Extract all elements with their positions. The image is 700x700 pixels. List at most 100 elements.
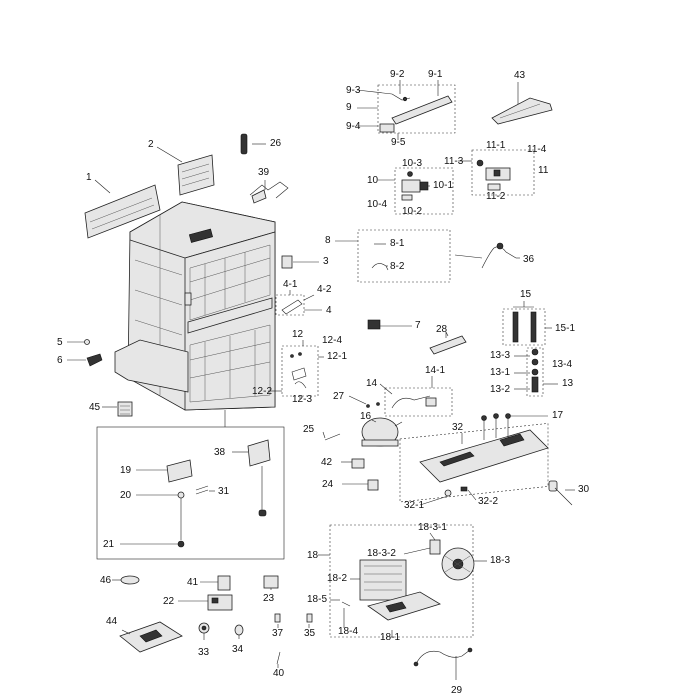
part-label-7: 7 [415, 320, 421, 331]
part-label-12: 12 [292, 329, 304, 340]
group-box-13 [526, 347, 544, 397]
part-label-10-3: 10-3 [402, 158, 422, 169]
group-box-9 [377, 84, 456, 134]
part-label-43: 43 [514, 70, 526, 81]
part-label-16: 16 [360, 411, 372, 422]
part-45 [117, 401, 133, 417]
part-label-11-3: 11-3 [444, 156, 464, 167]
part-label-32-1: 32-1 [404, 500, 424, 511]
part-label-38: 38 [214, 447, 226, 458]
part-label-26: 26 [270, 138, 282, 149]
part-label-9-3: 9-3 [346, 85, 361, 96]
part-label-32: 32 [452, 422, 464, 433]
part-41 [217, 575, 231, 591]
part-23 [263, 575, 279, 589]
part-label-36: 36 [523, 254, 535, 265]
part-14 [391, 395, 437, 409]
part-11 [476, 159, 511, 191]
part-label-10-2: 10-2 [402, 206, 422, 217]
compressor-16 [361, 417, 403, 447]
rail-4 [275, 294, 305, 316]
part-9-3 [391, 93, 411, 102]
bracket-19 [166, 459, 193, 483]
part-10 [401, 171, 429, 201]
part-12 [290, 352, 307, 389]
leader-lines [67, 80, 575, 680]
part-label-18-4: 18-4 [338, 626, 358, 637]
part-label-44: 44 [106, 616, 118, 627]
bolts-17 [481, 413, 511, 440]
part-label-10: 10 [367, 175, 379, 186]
duct-43 [491, 97, 553, 125]
part-9-1 [391, 95, 453, 125]
part-label-9-1: 9-1 [428, 69, 443, 80]
part-label-15: 15 [520, 289, 532, 300]
fan-18-3 [441, 547, 475, 581]
bracket-39 [249, 181, 289, 204]
cabinet-assembly [114, 201, 276, 411]
part-label-9-4: 9-4 [346, 121, 361, 132]
tool-30 [548, 480, 573, 506]
part-label-39: 39 [258, 167, 270, 178]
part-35 [306, 613, 313, 623]
part-label-18: 18 [307, 550, 319, 561]
part-label-24: 24 [322, 479, 334, 490]
part-label-17: 17 [552, 410, 564, 421]
part-label-5: 5 [57, 337, 63, 348]
part-label-18-2: 18-2 [327, 573, 347, 584]
part-40 [276, 651, 281, 665]
part-18-3-1 [429, 539, 441, 555]
part-26 [240, 133, 248, 155]
group-box-18 [329, 524, 474, 638]
tray-18-1 [367, 591, 441, 621]
part-label-4-2: 4-2 [317, 284, 332, 295]
bracket-38 [247, 439, 271, 517]
screw-27 [366, 402, 380, 408]
part-label-27: 27 [333, 391, 345, 402]
part-label-1: 1 [86, 172, 92, 183]
part-label-19: 19 [120, 465, 132, 476]
part-8 [371, 243, 389, 271]
part-32-2 [460, 486, 468, 492]
part-label-28: 28 [436, 324, 448, 335]
part-label-12-1: 12-1 [327, 351, 347, 362]
panel-1 [84, 184, 161, 239]
group-box-15 [502, 308, 546, 346]
harness-36 [481, 242, 517, 269]
part-label-13-1: 13-1 [490, 367, 510, 378]
part-37 [274, 613, 281, 623]
group-box-11 [471, 149, 535, 196]
part-label-14-1: 14-1 [425, 365, 445, 376]
part-label-13-3: 13-3 [490, 350, 510, 361]
base-plate-32 [419, 429, 549, 483]
part-label-20: 20 [120, 490, 132, 501]
bracket-28 [429, 332, 467, 355]
part-label-11: 11 [538, 165, 549, 176]
board-22 [207, 594, 233, 611]
part-label-32-2: 32-2 [478, 496, 498, 507]
part-label-25: 25 [303, 424, 315, 435]
tray-44 [119, 621, 183, 653]
hinge-6 [86, 353, 103, 367]
part-25 [324, 433, 341, 441]
part-label-11-4: 11-4 [527, 144, 547, 155]
part-label-23: 23 [263, 593, 275, 604]
part-label-14: 14 [366, 378, 378, 389]
part-label-18-3-1: 18-3-1 [418, 522, 447, 533]
pins-31 [195, 485, 209, 495]
part-label-42: 42 [321, 457, 333, 468]
part-label-13-4: 13-4 [552, 359, 572, 370]
part-label-12-4: 12-4 [322, 335, 342, 346]
part-label-31: 31 [218, 486, 230, 497]
harness-29 [413, 647, 473, 667]
part-label-10-4: 10-4 [367, 199, 387, 210]
part-label-13-2: 13-2 [490, 384, 510, 395]
part-label-9: 9 [346, 102, 352, 113]
part-label-35: 35 [304, 628, 316, 639]
group-box-14 [384, 387, 453, 417]
part-label-41: 41 [187, 577, 199, 588]
part-42 [351, 458, 365, 469]
